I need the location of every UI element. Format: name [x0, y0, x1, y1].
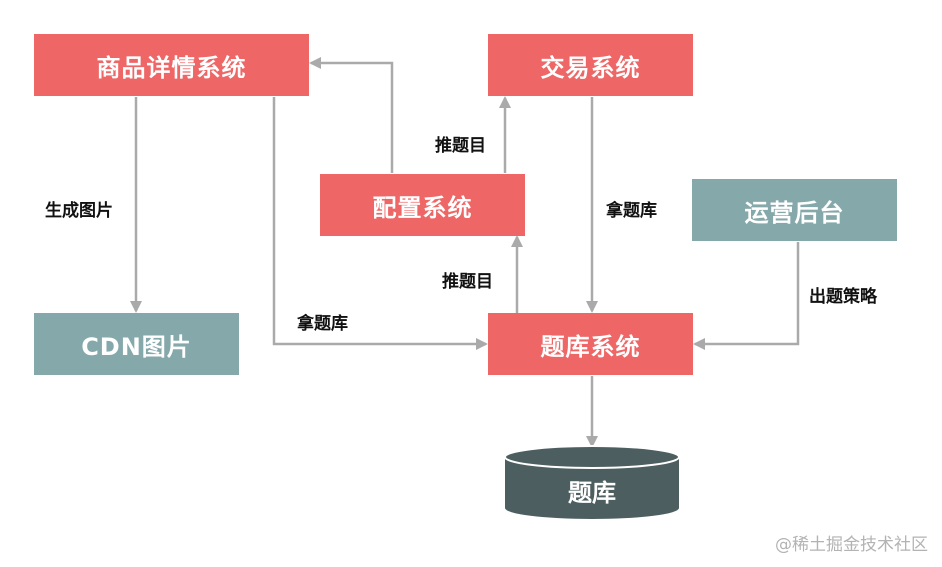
operations-backend-node: 运营后台: [692, 179, 897, 241]
edge-label-question-strategy: 出题策略: [809, 287, 877, 307]
config-system-node: 配置系统: [320, 174, 525, 236]
database-cylinder: [504, 445, 680, 519]
arrow-product-to-question-bank: [272, 97, 488, 350]
edge-label-fetch-bank-trade: 拿题库: [606, 201, 657, 221]
trade-system-node: 交易系统: [488, 34, 693, 96]
question-bank-db-label: 题库: [568, 478, 616, 507]
arrow-operations-to-question-bank: [693, 242, 800, 350]
watermark: @稀土掘金技术社区: [775, 535, 928, 555]
arrow-config-to-product: [309, 57, 394, 173]
edge-label-generate-image: 生成图片: [45, 201, 113, 221]
cdn-image-node: CDN图片: [34, 313, 239, 375]
edge-label-fetch-bank-product: 拿题库: [297, 314, 348, 334]
question-bank-system-node: 题库系统: [488, 313, 693, 375]
edge-label-push-question-top: 推题目: [435, 136, 486, 156]
edge-label-push-question-bottom: 推题目: [442, 272, 493, 292]
product-detail-system-node: 商品详情系统: [34, 34, 309, 96]
